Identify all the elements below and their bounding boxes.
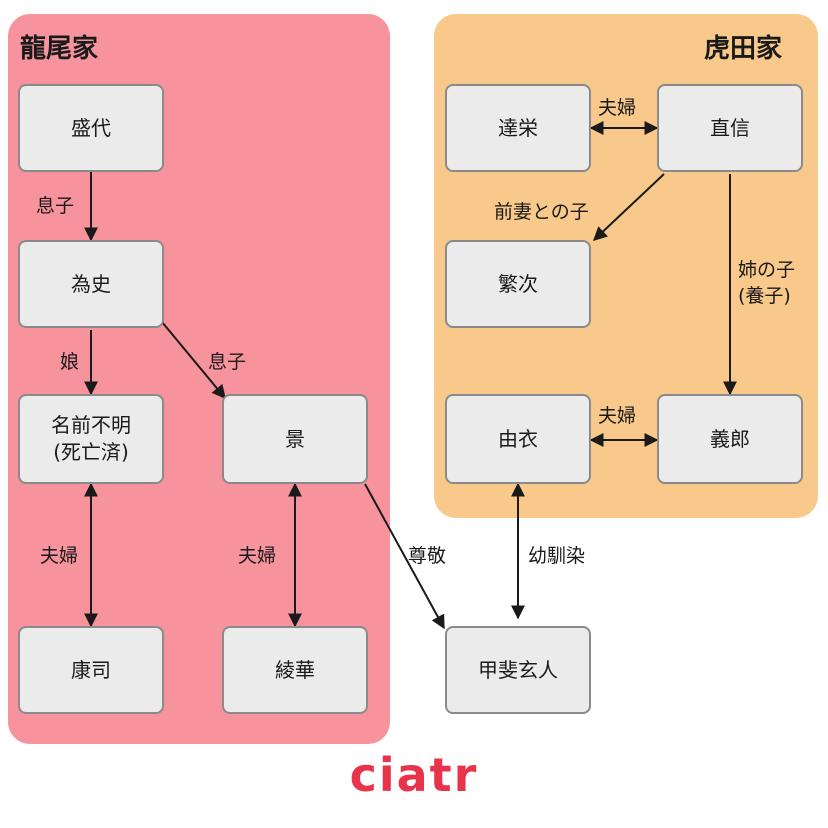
label-tameshi-kei: 息子 (208, 351, 247, 373)
node-naonobu: 直信 (657, 84, 803, 172)
node-kei: 景 (222, 394, 368, 484)
node-unknown-daughter: 名前不明 (死亡済) (18, 394, 164, 484)
label-naonobu-yoshiro: 姉の子 (養子) (738, 259, 796, 307)
torada-family-title: 虎田家 (704, 34, 783, 64)
label-seidai-tameshi: 息子 (36, 195, 75, 217)
label-yui-kai: 幼馴染 (528, 545, 586, 567)
ryuo-family-title: 龍尾家 (20, 34, 99, 64)
node-seidai: 盛代 (18, 84, 164, 172)
node-kai-gento: 甲斐玄人 (445, 626, 591, 714)
node-yoshiro: 義郎 (657, 394, 803, 484)
label-kei-ayaka: 夫婦 (238, 545, 277, 567)
edge-tameshi-kei (161, 321, 226, 400)
edge-kei-kai (364, 483, 445, 630)
node-yui: 由衣 (445, 394, 591, 484)
label-tameshi-daughter: 娘 (60, 351, 80, 373)
node-yasushi: 康司 (18, 626, 164, 714)
node-tameshi: 為史 (18, 240, 164, 328)
label-daughter-yasushi: 夫婦 (40, 545, 79, 567)
label-kei-kai: 尊敬 (408, 545, 447, 567)
label-tatsuei-naonobu: 夫婦 (598, 97, 637, 119)
label-naonobu-shigetsugu: 前妻との子 (494, 201, 589, 223)
ciatr-logo: ciatr (349, 748, 479, 802)
node-ayaka: 綾華 (222, 626, 368, 714)
label-yui-yoshiro: 夫婦 (598, 405, 637, 427)
edge-naonobu-shigetsugu (592, 173, 665, 241)
node-tatsuei: 達栄 (445, 84, 591, 172)
node-shigetsugu: 繁次 (445, 240, 591, 328)
